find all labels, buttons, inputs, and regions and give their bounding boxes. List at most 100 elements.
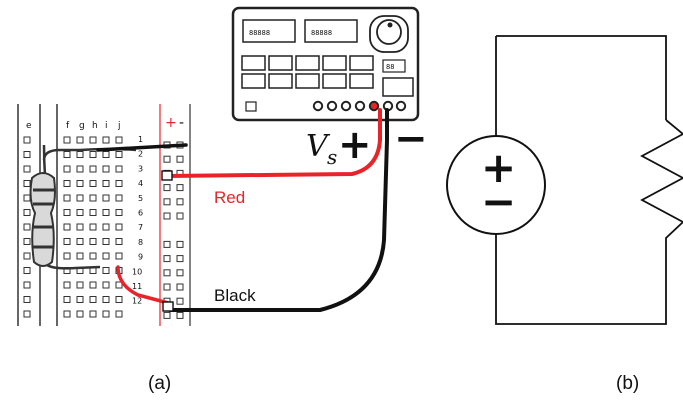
hole xyxy=(89,194,97,202)
hole xyxy=(115,209,123,216)
rail-hole xyxy=(163,255,171,263)
column-header-h: h xyxy=(92,121,98,131)
red-wire-label: Red xyxy=(214,188,245,207)
supply-button xyxy=(268,55,293,71)
hole xyxy=(102,252,110,260)
hole xyxy=(89,180,97,187)
hole xyxy=(23,238,31,245)
row-number: 8 xyxy=(138,238,143,247)
row-number: 9 xyxy=(138,253,143,262)
rail-plus-label: + xyxy=(165,115,177,131)
supply-button xyxy=(322,55,347,71)
hole xyxy=(89,296,97,303)
mode-indicator xyxy=(382,59,406,73)
hole xyxy=(63,165,71,173)
voltage-source-symbol xyxy=(446,135,546,235)
display-left xyxy=(242,19,296,43)
hole xyxy=(76,136,84,144)
resistor-component xyxy=(29,144,137,270)
hole xyxy=(63,209,71,216)
hole xyxy=(23,267,31,274)
hole xyxy=(89,136,97,144)
black-wire-connection xyxy=(162,301,174,312)
hole xyxy=(115,165,123,173)
rail-minus-label: - xyxy=(179,115,184,131)
hole xyxy=(23,180,31,187)
hole xyxy=(102,136,110,144)
hole xyxy=(115,310,123,318)
output-panel xyxy=(382,77,414,97)
hole xyxy=(102,209,110,216)
hole xyxy=(102,180,110,187)
black-jumper-wire xyxy=(96,143,188,152)
row-number: 3 xyxy=(138,164,143,173)
hole xyxy=(76,151,84,158)
output-terminal xyxy=(368,100,380,112)
black-lead-wire xyxy=(168,108,389,312)
hole xyxy=(89,238,97,245)
source-minus-sign: − xyxy=(481,177,516,226)
hole xyxy=(115,296,123,303)
row-number: 1 xyxy=(138,135,143,144)
hole xyxy=(115,238,123,245)
hole xyxy=(89,281,97,289)
hole xyxy=(63,151,71,158)
column-header-j: j xyxy=(117,121,121,131)
column-header-e: e xyxy=(26,121,32,131)
supply-button xyxy=(349,55,374,71)
source-plus-sign: + xyxy=(481,143,516,192)
hole xyxy=(76,252,84,260)
schematic-wire-top xyxy=(496,35,667,120)
row-number: 10 xyxy=(132,267,142,276)
hole xyxy=(23,194,31,202)
rail-hole xyxy=(163,184,171,192)
hole xyxy=(23,209,31,216)
hole xyxy=(89,252,97,260)
hole xyxy=(23,296,31,303)
row-number: 6 xyxy=(138,209,143,218)
rail-hole xyxy=(176,283,184,291)
hole xyxy=(63,223,71,231)
rail-hole xyxy=(163,212,171,220)
resistor-symbol xyxy=(640,119,683,254)
hole xyxy=(115,136,123,144)
hole xyxy=(102,194,110,202)
hole xyxy=(102,223,110,231)
hole xyxy=(76,223,84,231)
hole xyxy=(115,223,123,231)
rail-hole xyxy=(176,297,184,305)
hole xyxy=(102,267,110,274)
row-number: 5 xyxy=(138,194,143,203)
hole xyxy=(102,296,110,303)
rail-hole xyxy=(176,311,184,319)
hole xyxy=(115,180,123,187)
supply-button xyxy=(241,73,266,89)
knob xyxy=(376,19,402,45)
hole xyxy=(63,238,71,245)
rail-hole xyxy=(176,198,184,206)
rail-hole xyxy=(176,155,184,163)
column-header-f: f xyxy=(66,121,70,131)
row-number: 12 xyxy=(132,297,142,306)
hole xyxy=(63,194,71,202)
hole xyxy=(76,180,84,187)
supply-button xyxy=(295,73,320,89)
output-terminal xyxy=(395,100,407,112)
rail-hole xyxy=(176,212,184,220)
hole xyxy=(102,310,110,318)
vs-symbol: V xyxy=(306,129,331,164)
hole xyxy=(89,223,97,231)
row-number: 4 xyxy=(138,179,143,188)
hole xyxy=(115,194,123,202)
hole xyxy=(102,151,110,158)
breadboard-holes xyxy=(23,136,184,319)
column-header-g: g xyxy=(79,121,85,131)
hole xyxy=(89,151,97,158)
hole xyxy=(63,136,71,144)
rail-hole xyxy=(163,155,171,163)
display-right-readout: 88888 xyxy=(311,29,332,37)
caption-a: (a) xyxy=(148,373,171,394)
